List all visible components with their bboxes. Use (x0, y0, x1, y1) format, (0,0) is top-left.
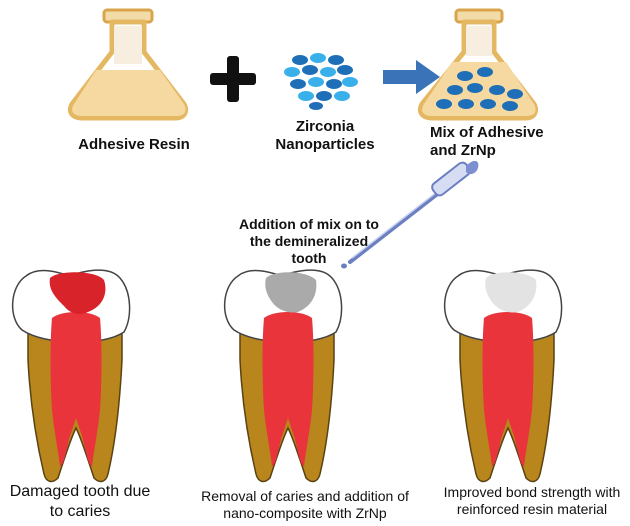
mix-line2: and ZrNp (430, 142, 580, 160)
nanoparticle-cluster (284, 53, 358, 110)
removal-caption-line1: Removal of caries and addition of (180, 488, 430, 505)
addition-line3: tooth (214, 250, 404, 267)
damaged-caption-line1: Damaged tooth due (0, 482, 160, 502)
damaged-tooth (13, 270, 130, 481)
addition-label: Addition of mix on to the demineralized … (214, 216, 404, 267)
removal-caption-line2: nano-composite with ZrNp (180, 505, 430, 522)
reinforced-tooth (445, 270, 562, 481)
damaged-caption: Damaged tooth due to caries (0, 482, 160, 521)
mix-label: Mix of Adhesive and ZrNp (430, 124, 580, 161)
improved-caption: Improved bond strength with reinforced r… (434, 484, 630, 518)
addition-line1: Addition of mix on to (214, 216, 404, 233)
mix-line1: Mix of Adhesive (430, 124, 580, 142)
restored-tooth-composite (225, 270, 342, 481)
addition-line2: the demineralized (214, 233, 404, 250)
damaged-caption-line2: to caries (0, 502, 160, 522)
adhesive-resin-text: Adhesive Resin (78, 136, 190, 153)
zirconia-label: Zirconia Nanoparticles (250, 118, 400, 155)
improved-caption-line1: Improved bond strength with (434, 484, 630, 501)
plus-icon (210, 56, 256, 102)
adhesive-resin-label: Adhesive Resin (70, 136, 198, 154)
adhesive-resin-flask (70, 10, 185, 118)
mix-flask (420, 10, 535, 118)
zirconia-line2: Nanoparticles (250, 136, 400, 154)
zirconia-line1: Zirconia (250, 118, 400, 136)
removal-caption: Removal of caries and addition of nano-c… (180, 488, 430, 522)
improved-caption-line2: reinforced resin material (434, 501, 630, 518)
